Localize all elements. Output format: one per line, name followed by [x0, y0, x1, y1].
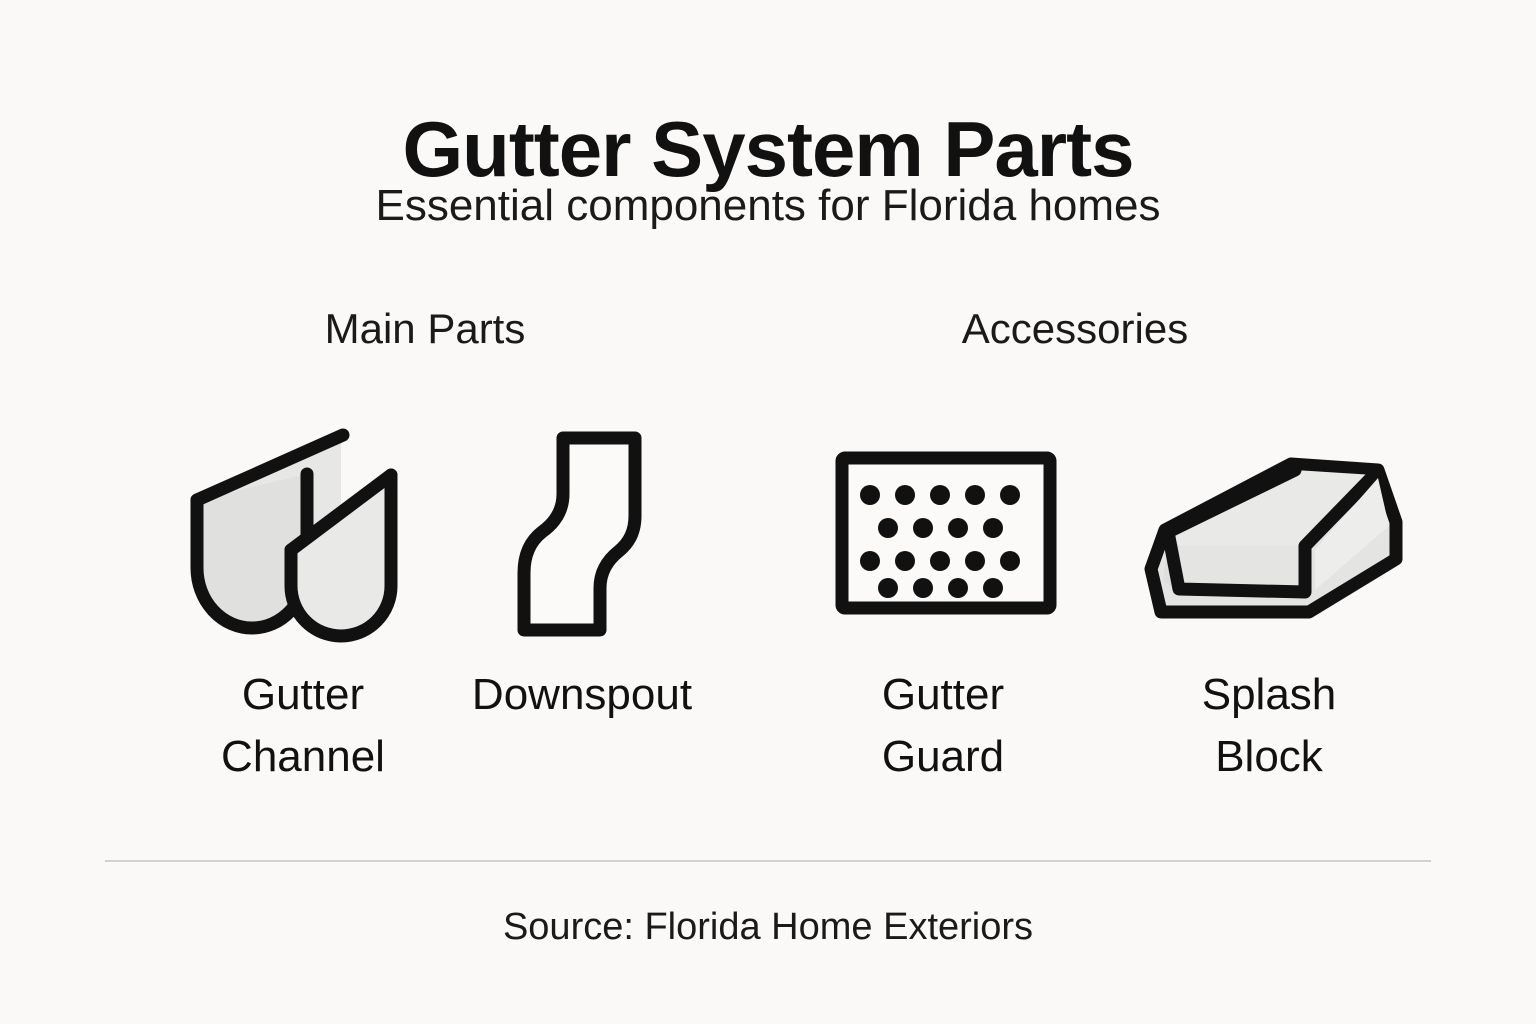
item-label-gutter-guard: Gutter Guard: [881, 670, 1005, 781]
downspout-icon: [517, 431, 642, 637]
item-label-gutter-channel: Gutter Channel: [221, 670, 385, 781]
item-gutter-guard: Gutter Guard: [793, 418, 1093, 787]
item-label-splash-block: Splash Block: [1201, 670, 1337, 781]
page-title: Gutter System Parts: [402, 105, 1135, 194]
gutter-channel-icon: [190, 428, 398, 643]
item-splash-block: Splash Block: [1119, 418, 1419, 787]
gutter-channel-figure: [153, 418, 453, 648]
group-heading-accessories: Accessories: [961, 305, 1189, 352]
gutter-guard-figure: [793, 418, 1093, 648]
group-heading-main-parts: Main Parts: [324, 305, 526, 352]
gutter-guard-perforations: [860, 485, 1020, 598]
splash-block-figure: [1119, 418, 1419, 648]
gutter-guard-icon: [835, 451, 1057, 615]
source-attribution: Source: Florida Home Exteriors: [502, 906, 1034, 948]
splash-block-icon: [1144, 457, 1403, 619]
item-gutter-channel: Gutter Channel: [153, 418, 453, 787]
item-label-downspout: Downspout: [471, 670, 693, 719]
downspout-figure: [432, 418, 732, 648]
item-downspout: Downspout: [432, 418, 732, 726]
page-subtitle: Essential components for Florida homes: [375, 181, 1161, 230]
footer-divider: [105, 860, 1431, 862]
